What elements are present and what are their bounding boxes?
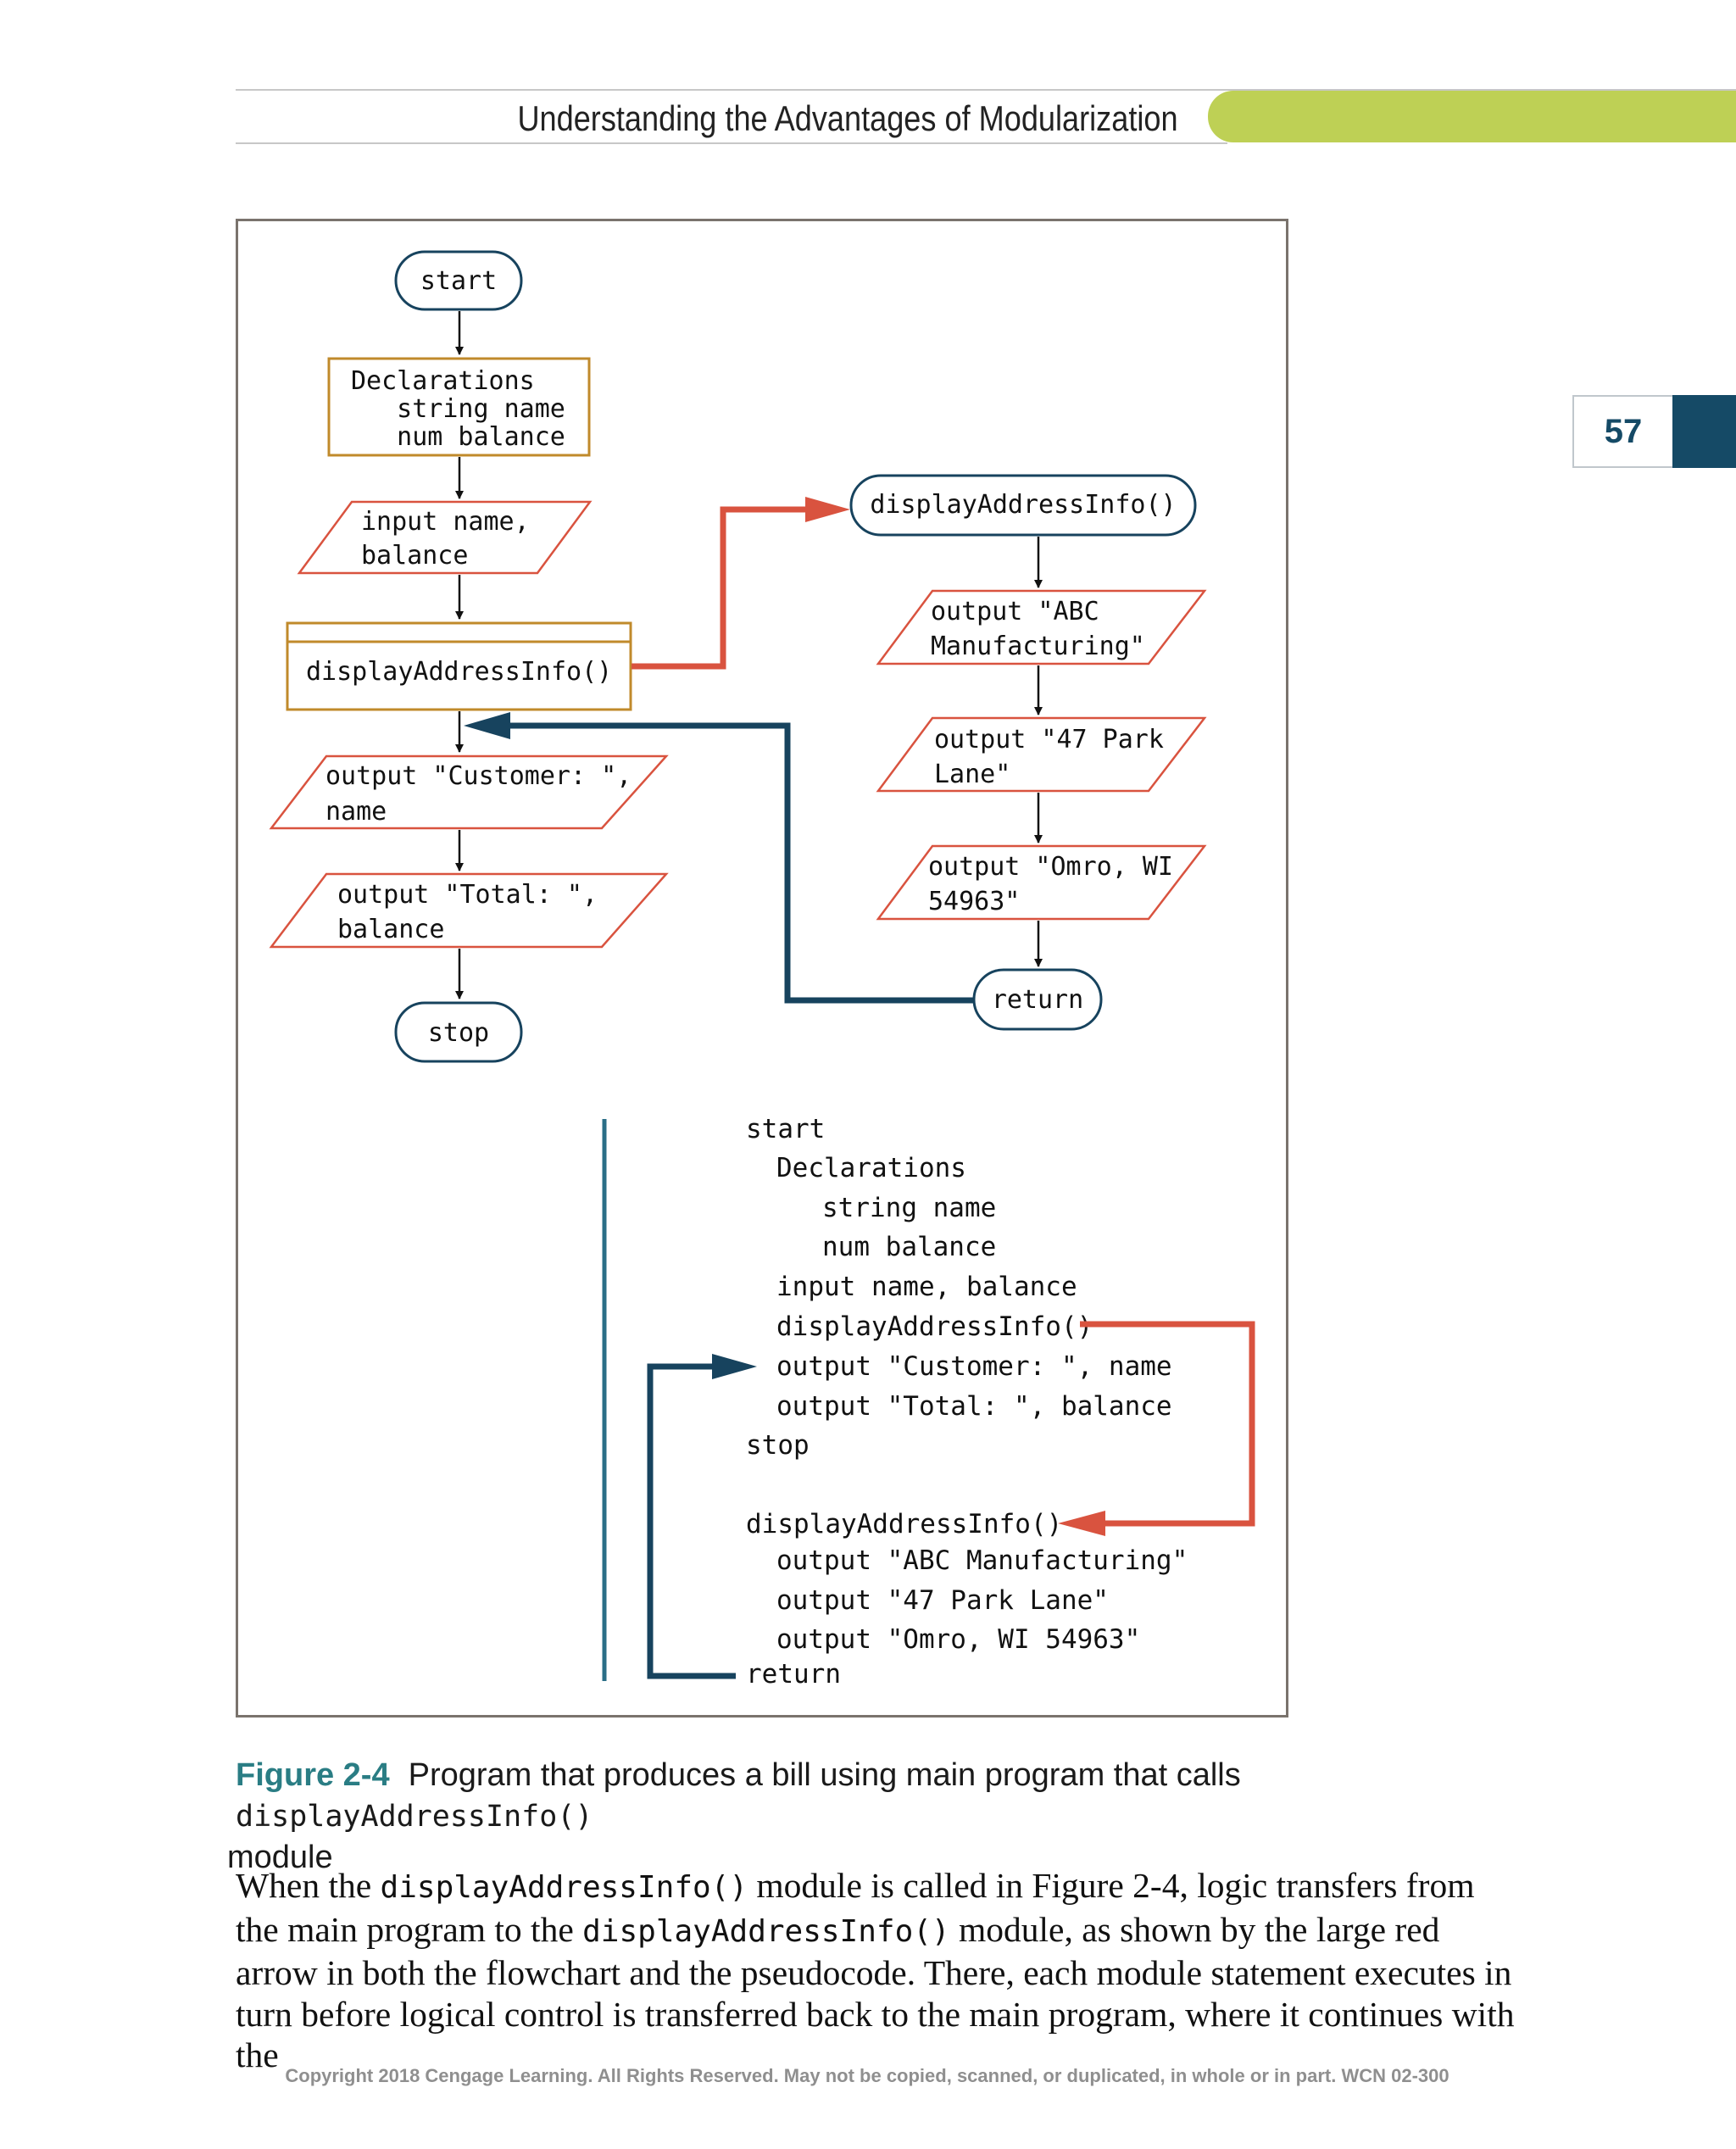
pseudo-line: stop — [746, 1430, 810, 1461]
body-code-2: displayAddressInfo() — [582, 1913, 950, 1949]
output-total-parallelogram — [269, 872, 669, 949]
pseudo-line: Declarations — [776, 1153, 966, 1183]
stop-label: stop — [428, 1018, 489, 1048]
header-accent-bar — [1208, 91, 1736, 142]
output-total-line-1: output "Total: ", — [337, 880, 598, 910]
output-abc-line-2: Manufacturing" — [931, 632, 1145, 661]
main-flowchart: start Declarations string name num balan… — [269, 250, 669, 1063]
pseudo-line: start — [746, 1114, 825, 1144]
module-header-label: displayAddressInfo() — [870, 490, 1176, 520]
output-omro-line-1: output "Omro, WI — [928, 852, 1173, 882]
pseudocode-block: start Declarations string name num balan… — [602, 1114, 1188, 1690]
pseudo-call-arrowhead — [1058, 1511, 1105, 1536]
declarations-box — [327, 357, 591, 457]
pseudo-line: output "Total: ", balance — [776, 1391, 1172, 1422]
page-tab-marker — [1672, 395, 1736, 468]
flowchart-transfer-arrows — [464, 497, 973, 1004]
body-text-3: module, as shown by the large red arrow … — [236, 1909, 1515, 2075]
figure-caption: Figure 2-4 Program that produces a bill u… — [227, 1755, 1507, 1878]
return-label: return — [992, 985, 1083, 1015]
declarations-line-2: string name — [351, 394, 565, 424]
pseudo-line: output "ABC Manufacturing" — [776, 1545, 1188, 1576]
pseudo-return-arrowhead — [712, 1354, 757, 1379]
pseudo-call-arrow — [1080, 1321, 1255, 1527]
call-module-label: displayAddressInfo() — [306, 657, 612, 687]
return-transfer-arrowhead — [464, 712, 510, 739]
module-flowchart: displayAddressInfo() output "ABC Manufac… — [849, 474, 1207, 1031]
call-transfer-arrowhead — [805, 497, 850, 522]
header-rule-top — [236, 89, 1736, 91]
call-transfer-arrow — [632, 506, 810, 670]
caption-text-after: module — [227, 1840, 333, 1875]
body-text-1: When the — [236, 1866, 381, 1905]
page-number: 57 — [1572, 395, 1672, 468]
output-park-line-2: Lane" — [934, 760, 1010, 789]
caption-text-before: Program that produces a bill using main … — [408, 1757, 1241, 1793]
body-text-2: module is called in Figure 2-4, logic tr… — [236, 1866, 1475, 1949]
input-line-2: balance — [361, 541, 468, 571]
return-transfer-arrow — [509, 722, 973, 1004]
pseudo-line: output "Customer: ", name — [776, 1351, 1172, 1382]
start-terminal — [394, 250, 523, 311]
copyright-notice: Copyright 2018 Cengage Learning. All Rig… — [285, 2065, 1449, 2086]
stop-terminal — [394, 1001, 523, 1063]
header-rule-bottom — [236, 142, 1227, 144]
start-label: start — [420, 266, 497, 296]
output-customer-line-2: name — [326, 797, 387, 827]
output-customer-parallelogram — [269, 754, 669, 830]
output-omro-parallelogram — [876, 844, 1207, 921]
output-customer-line-1: output "Customer: ", — [326, 761, 632, 791]
pseudo-line: num balance — [822, 1232, 996, 1262]
body-code-1: displayAddressInfo() — [380, 1870, 748, 1905]
declarations-line-1: Declarations — [351, 366, 535, 396]
return-terminal — [972, 968, 1103, 1031]
pseudo-line: displayAddressInfo() — [746, 1509, 1062, 1539]
pseudo-line: input name, balance — [776, 1272, 1077, 1302]
pseudo-line: output "47 Park Lane" — [776, 1585, 1109, 1616]
pseudo-return-arrow — [647, 1363, 736, 1679]
output-park-line-1: output "47 Park — [934, 725, 1164, 754]
call-module-box — [286, 621, 632, 711]
figure-label: Figure 2-4 — [236, 1757, 390, 1793]
input-parallelogram — [297, 500, 593, 575]
output-total-line-2: balance — [337, 915, 444, 944]
pseudocode-transfer-arrows — [647, 1321, 1255, 1679]
pseudo-line: output "Omro, WI 54963" — [776, 1624, 1140, 1655]
output-abc-parallelogram — [876, 589, 1207, 665]
running-header-title: Understanding the Advantages of Modulari… — [517, 98, 1178, 138]
body-paragraph: When the displayAddressInfo() module is … — [236, 1865, 1524, 2076]
module-header-terminal — [849, 474, 1197, 537]
pseudo-line: string name — [822, 1193, 996, 1223]
declarations-line-3: num balance — [351, 422, 565, 452]
pseudo-line: return — [746, 1659, 841, 1690]
pseudo-line: displayAddressInfo() — [776, 1311, 1093, 1342]
input-line-1: input name, — [361, 507, 530, 537]
output-omro-line-2: 54963" — [928, 887, 1020, 916]
caption-code: displayAddressInfo() — [236, 1800, 593, 1834]
figure-frame — [236, 219, 1288, 1718]
output-abc-line-1: output "ABC — [931, 597, 1099, 626]
output-park-parallelogram — [876, 716, 1207, 793]
